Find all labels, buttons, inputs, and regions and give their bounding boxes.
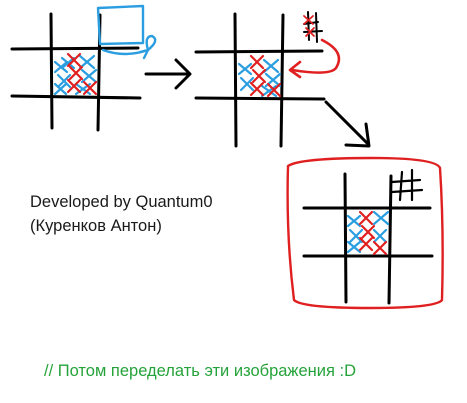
board-3-blue-marks [346,210,390,254]
board-2 [194,11,341,148]
board-1-blue-marks [53,54,98,96]
board-3-hash-mark-icon [390,168,424,202]
board-3-red-marks [358,210,388,256]
blue-square-icon [96,4,157,60]
board-3-grid [302,172,434,305]
credits-author-name: (Куренков Антон) [30,217,162,235]
board-1 [10,12,142,132]
credits-author: Developed by Quantum0 [30,193,213,211]
board-2-red-marks [249,54,282,98]
board-3 [286,156,444,310]
board-1-red-marks [66,52,98,96]
arrow-right-icon [144,58,192,90]
red-curved-arrow-icon [288,38,341,79]
todo-comment: // Потом переделать эти изображения :D [44,362,356,380]
hash-mark-icon [303,11,323,43]
board-2-blue-marks [237,58,282,98]
red-frame-icon [286,156,444,310]
diagonal-arrow-icon [324,100,371,148]
credits: Developed by Quantum0 (Куренков Антон) [30,190,213,238]
board-2-grid [194,12,326,148]
